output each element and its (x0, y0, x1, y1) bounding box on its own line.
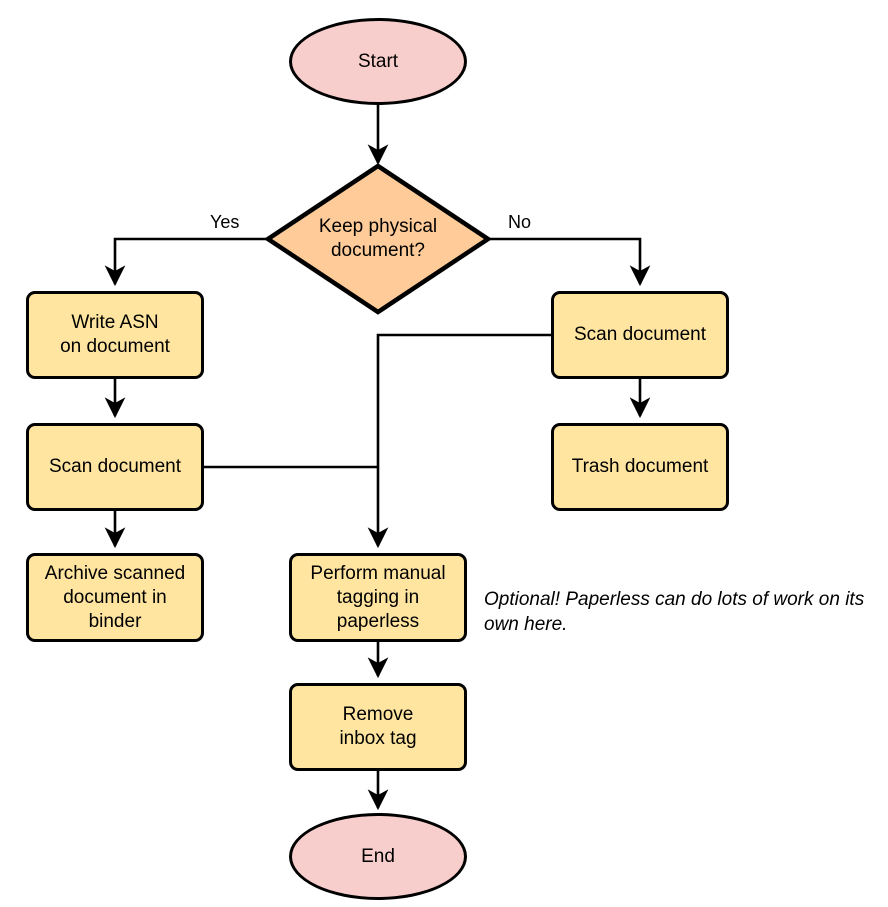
node-remove-inbox-tag[interactable]: Remove inbox tag (289, 683, 467, 771)
node-remove-inbox-tag-label: Remove inbox tag (339, 704, 417, 749)
optional-note: Optional! Paperless can do lots of work … (484, 589, 865, 635)
node-end-label: End (361, 845, 395, 867)
node-scan-document-right-label: Scan document (573, 324, 707, 345)
node-perform-manual-tagging[interactable]: Perform manual tagging in paperless (289, 553, 467, 642)
node-end[interactable]: End (289, 813, 467, 900)
node-perform-manual-tagging-label: Perform manual tagging in paperless (310, 562, 446, 632)
edge-label-no: No (508, 212, 532, 232)
node-keep-physical-document[interactable]: Keep physical document? (265, 163, 491, 315)
node-start[interactable]: Start (289, 18, 467, 105)
node-start-label: Start (357, 50, 399, 72)
node-archive-scanned-document-label: Archive scanned document in binder (44, 562, 186, 632)
node-scan-document-right[interactable]: Scan document (551, 291, 729, 379)
edge-scan-right-to-tagging (367, 333, 551, 549)
edge-label-yes: Yes (210, 212, 240, 232)
node-trash-document-label: Trash document (571, 456, 709, 477)
node-scan-document-left-label: Scan document (48, 456, 182, 477)
node-write-asn-on-document-label: Write ASN on document (60, 312, 170, 357)
node-write-asn-on-document[interactable]: Write ASN on document (26, 291, 204, 379)
edge-decision-no-to-scan-right (489, 237, 651, 287)
node-trash-document[interactable]: Trash document (551, 423, 729, 511)
edge-decision-yes-to-write-asn (104, 237, 267, 287)
node-scan-document-left[interactable]: Scan document (26, 423, 204, 511)
node-keep-physical-document-label: Keep physical document? (318, 216, 438, 261)
node-archive-scanned-document[interactable]: Archive scanned document in binder (26, 553, 204, 642)
decision-diamond-shape (265, 163, 491, 315)
